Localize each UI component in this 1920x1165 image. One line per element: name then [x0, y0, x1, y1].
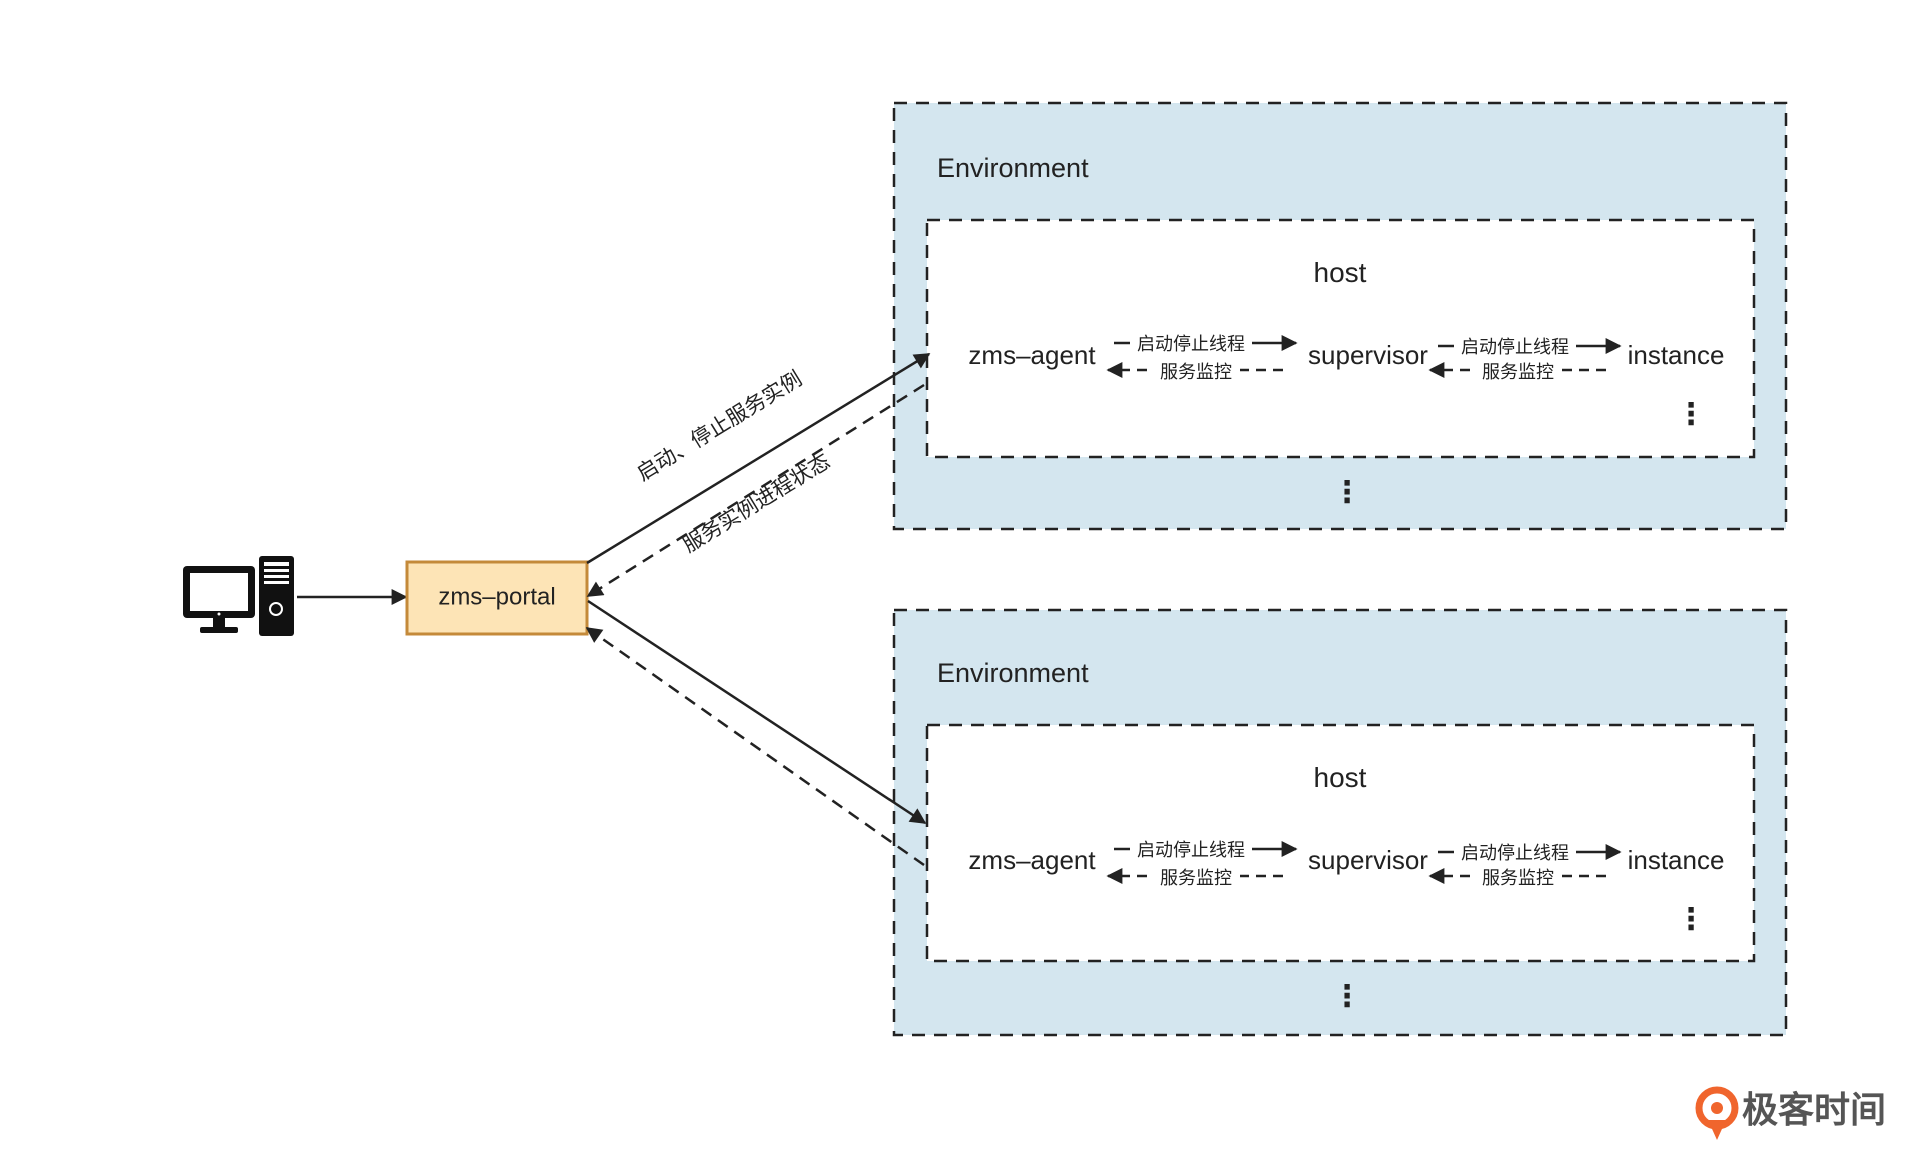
host-2-agent: zms–agent	[968, 845, 1096, 875]
environment-1-label: Environment	[937, 153, 1089, 183]
environment-2: Environment host zms–agent supervisor in…	[892, 608, 1788, 1037]
host-1-control-label-a: 启动停止线程	[1137, 334, 1245, 354]
host-2-instance: instance	[1628, 845, 1725, 875]
status-edge-label: 服务实例进程状态	[679, 450, 834, 557]
geektime-logo: 极客时间	[1695, 1086, 1886, 1140]
host-2-supervisor: supervisor	[1308, 845, 1428, 875]
computer-icon	[183, 556, 294, 636]
host-1-agent: zms–agent	[968, 340, 1096, 370]
host-2-more-instances: ⋮	[1676, 903, 1706, 936]
portal-label: zms–portal	[438, 583, 555, 610]
host-1-label: host	[1314, 257, 1367, 288]
geektime-logo-icon	[1695, 1086, 1739, 1140]
start-stop-edge-label: 启动、停止服务实例	[633, 367, 806, 485]
host-2-monitor-label-b: 服务监控	[1482, 868, 1554, 888]
host-2-label: host	[1314, 762, 1367, 793]
environment-1-more-hosts: ⋮	[1332, 476, 1362, 509]
host-1-instance: instance	[1628, 340, 1725, 370]
host-2-control-label-a: 启动停止线程	[1137, 840, 1245, 860]
portal-to-env1-start-stop-arrow	[586, 352, 931, 565]
geektime-logo-text: 极客时间	[1742, 1089, 1886, 1130]
host-1-supervisor: supervisor	[1308, 340, 1428, 370]
host-1-control-label-b: 启动停止线程	[1461, 337, 1569, 357]
environment-2-label: Environment	[937, 658, 1089, 688]
environment-1: Environment host zms–agent supervisor in…	[892, 101, 1788, 531]
host-2: host zms–agent supervisor instance 启动停止线…	[925, 723, 1756, 963]
host-1: host zms–agent supervisor instance 启动停止线…	[925, 218, 1756, 459]
portal-node: zms–portal	[405, 560, 589, 636]
environment-2-more-hosts: ⋮	[1332, 980, 1362, 1013]
host-2-control-label-b: 启动停止线程	[1461, 843, 1569, 863]
host-2-monitor-label-a: 服务监控	[1160, 868, 1232, 888]
host-1-monitor-label-b: 服务监控	[1482, 362, 1554, 382]
host-1-monitor-label-a: 服务监控	[1160, 362, 1232, 382]
env2-to-portal-status-arrow	[585, 626, 925, 867]
portal-to-env2-start-stop-arrow	[587, 599, 927, 825]
host-1-more-instances: ⋮	[1676, 398, 1706, 431]
env1-to-portal-status-arrow	[586, 383, 925, 598]
